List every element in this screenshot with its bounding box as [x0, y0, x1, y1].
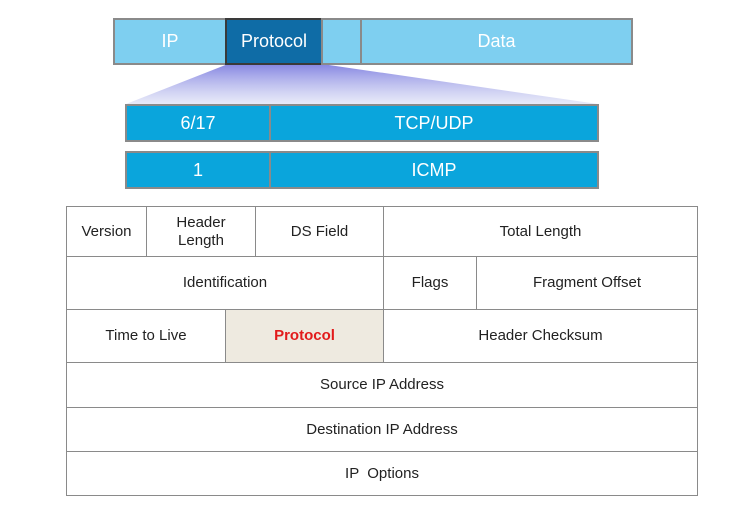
field-identification: Identification	[67, 257, 384, 310]
field-destination-ip: Destination IP Address	[67, 408, 698, 452]
mapping-protocol-label: ICMP	[411, 159, 457, 180]
packet-gap-segment	[321, 18, 362, 65]
packet-protocol-label: Protocol	[240, 31, 308, 51]
packet-ip-label: IP	[161, 31, 179, 51]
mapping-value-label: 6/17	[180, 112, 216, 133]
field-fragment-offset-label: Fragment Offset	[532, 274, 642, 291]
field-flags: Flags	[384, 257, 477, 310]
field-ds-field: DS Field	[256, 207, 384, 257]
field-header-length-label: Header Length	[176, 213, 226, 249]
ip-header-table: Version Header Length DS Field Total Len…	[66, 206, 698, 496]
packet-protocol-segment: Protocol	[225, 18, 323, 65]
field-ip-options-label: IP Options	[345, 464, 419, 482]
field-source-ip: Source IP Address	[67, 363, 698, 408]
field-version: Version	[67, 207, 147, 257]
field-version-label: Version	[81, 222, 132, 240]
mapping-value-icmp: 1	[125, 151, 271, 189]
field-time-to-live-label: Time to Live	[105, 327, 187, 344]
mapping-value-tcp-udp: 6/17	[125, 104, 271, 142]
zoom-funnel	[126, 64, 598, 104]
mapping-value-label: 1	[192, 159, 203, 180]
field-header-length: Header Length	[147, 207, 256, 257]
field-header-checksum-label: Header Checksum	[478, 327, 603, 344]
packet-data-segment: Data	[360, 18, 633, 65]
packet-ip-segment: IP	[113, 18, 227, 65]
field-time-to-live: Time to Live	[67, 310, 226, 363]
field-protocol-label: Protocol	[274, 327, 335, 344]
field-ip-options: IP Options	[67, 452, 698, 496]
field-flags-label: Flags	[411, 274, 449, 291]
field-fragment-offset: Fragment Offset	[477, 257, 698, 310]
mapping-protocol-tcp-udp: TCP/UDP	[269, 104, 599, 142]
field-header-checksum: Header Checksum	[384, 310, 698, 363]
field-total-length-label: Total Length	[499, 222, 582, 240]
field-identification-label: Identification	[182, 274, 268, 291]
field-protocol: Protocol	[226, 310, 384, 363]
field-destination-ip-label: Destination IP Address	[306, 420, 458, 438]
mapping-protocol-label: TCP/UDP	[394, 112, 474, 133]
field-ds-field-label: DS Field	[290, 222, 349, 240]
mapping-protocol-icmp: ICMP	[269, 151, 599, 189]
packet-data-label: Data	[477, 31, 516, 51]
field-source-ip-label: Source IP Address	[320, 376, 444, 393]
field-total-length: Total Length	[384, 207, 698, 257]
